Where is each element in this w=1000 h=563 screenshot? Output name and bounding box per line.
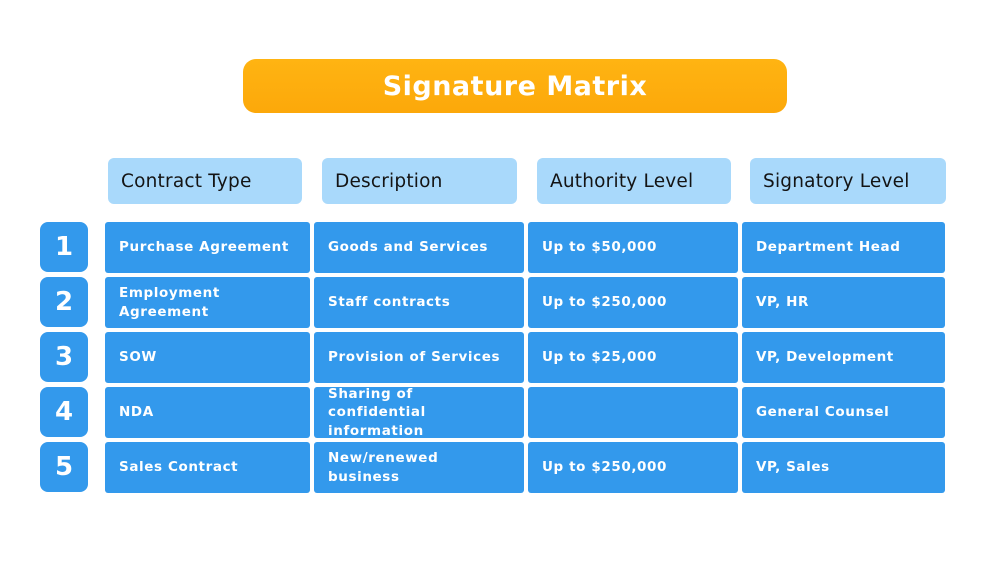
- table-cell-description: Provision of Services: [314, 332, 524, 383]
- table-cell-contract-type: Sales Contract: [105, 442, 310, 493]
- table-cell-signatory-level: General Counsel: [742, 387, 945, 438]
- table-cell-authority-level: Up to $25,000: [528, 332, 738, 383]
- table-cell-authority-level: [528, 387, 738, 438]
- title-banner: Signature Matrix: [243, 59, 787, 113]
- page-title: Signature Matrix: [382, 70, 648, 102]
- table-cell-description: New/renewed business: [314, 442, 524, 493]
- row-number-badge: 1: [40, 222, 88, 272]
- table-cell-authority-level: Up to $250,000: [528, 442, 738, 493]
- table-cell-authority-level: Up to $250,000: [528, 277, 738, 328]
- table-cell-signatory-level: VP, HR: [742, 277, 945, 328]
- table-cell-signatory-level: Department Head: [742, 222, 945, 273]
- row-number-badge: 4: [40, 387, 88, 437]
- table-cell-description: Staff contracts: [314, 277, 524, 328]
- row-number-badge: 2: [40, 277, 88, 327]
- column-header-authority-level: Authority Level: [537, 158, 731, 204]
- column-header-contract-type: Contract Type: [108, 158, 302, 204]
- table-cell-authority-level: Up to $50,000: [528, 222, 738, 273]
- table-cell-description: Goods and Services: [314, 222, 524, 273]
- table-cell-description: Sharing of confidential information: [314, 386, 524, 439]
- table-cell-contract-type: Purchase Agreement: [105, 222, 310, 273]
- row-number-badge: 3: [40, 332, 88, 382]
- table-cell-signatory-level: VP, Development: [742, 332, 945, 383]
- table-cell-contract-type: NDA: [105, 387, 310, 438]
- row-number-badge: 5: [40, 442, 88, 492]
- table-cell-contract-type: SOW: [105, 332, 310, 383]
- column-header-description: Description: [322, 158, 517, 204]
- table-cell-contract-type: Employment Agreement: [105, 277, 310, 328]
- column-header-signatory-level: Signatory Level: [750, 158, 946, 204]
- table-cell-signatory-level: VP, Sales: [742, 442, 945, 493]
